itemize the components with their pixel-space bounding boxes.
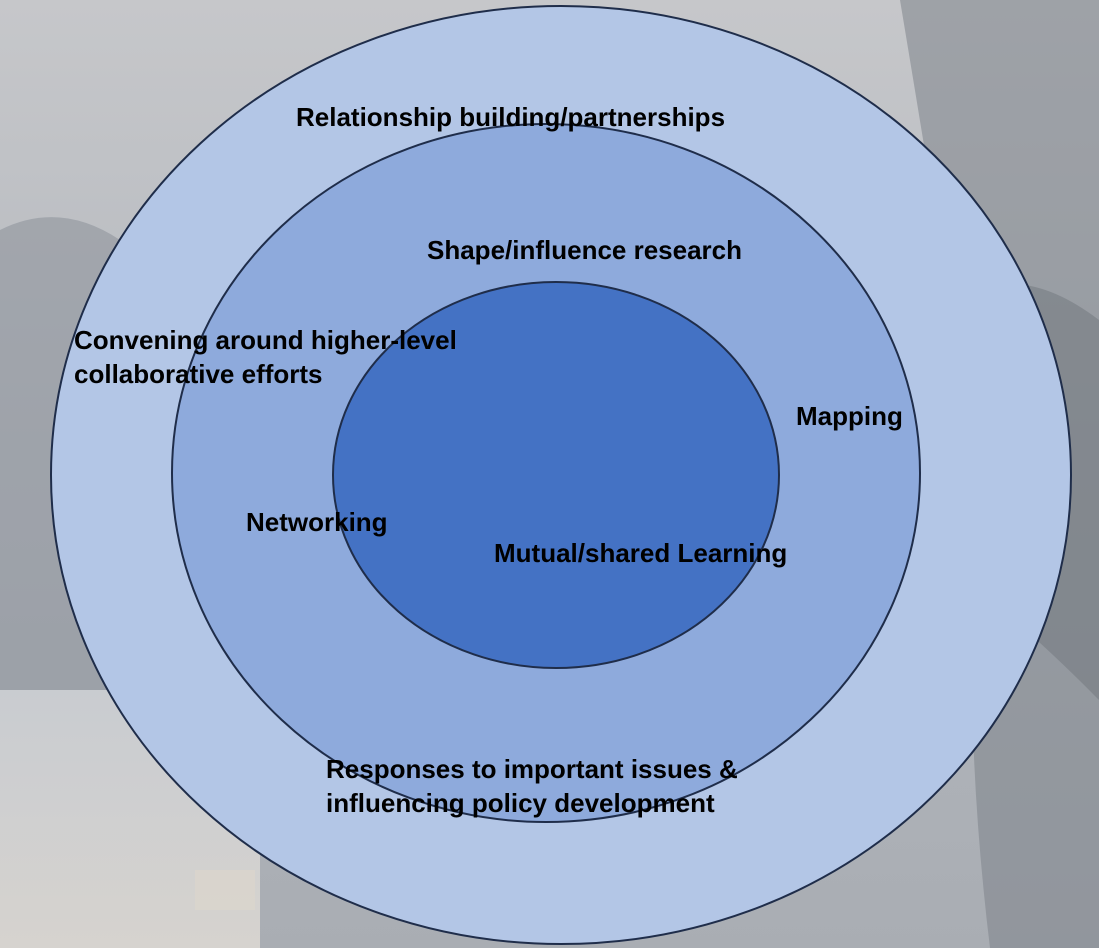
label-responses-line2: influencing policy development	[326, 788, 715, 818]
label-networking: Networking	[246, 507, 388, 537]
label-mutual-shared-learning: Mutual/shared Learning	[494, 538, 788, 568]
label-mapping: Mapping	[796, 401, 903, 431]
label-responses: Responses to important issues & influenc…	[326, 752, 738, 820]
label-responses-line1: Responses to important issues &	[326, 754, 738, 784]
label-shape-influence-research: Shape/influence research	[427, 235, 743, 265]
label-convening-line2: collaborative efforts	[74, 359, 323, 389]
label-convening-line1: Convening around higher-level	[74, 325, 457, 355]
label-relationship-building: Relationship building/partnerships	[296, 102, 726, 132]
label-convening: Convening around higher-level collaborat…	[74, 323, 457, 391]
inner-circle	[332, 281, 780, 669]
